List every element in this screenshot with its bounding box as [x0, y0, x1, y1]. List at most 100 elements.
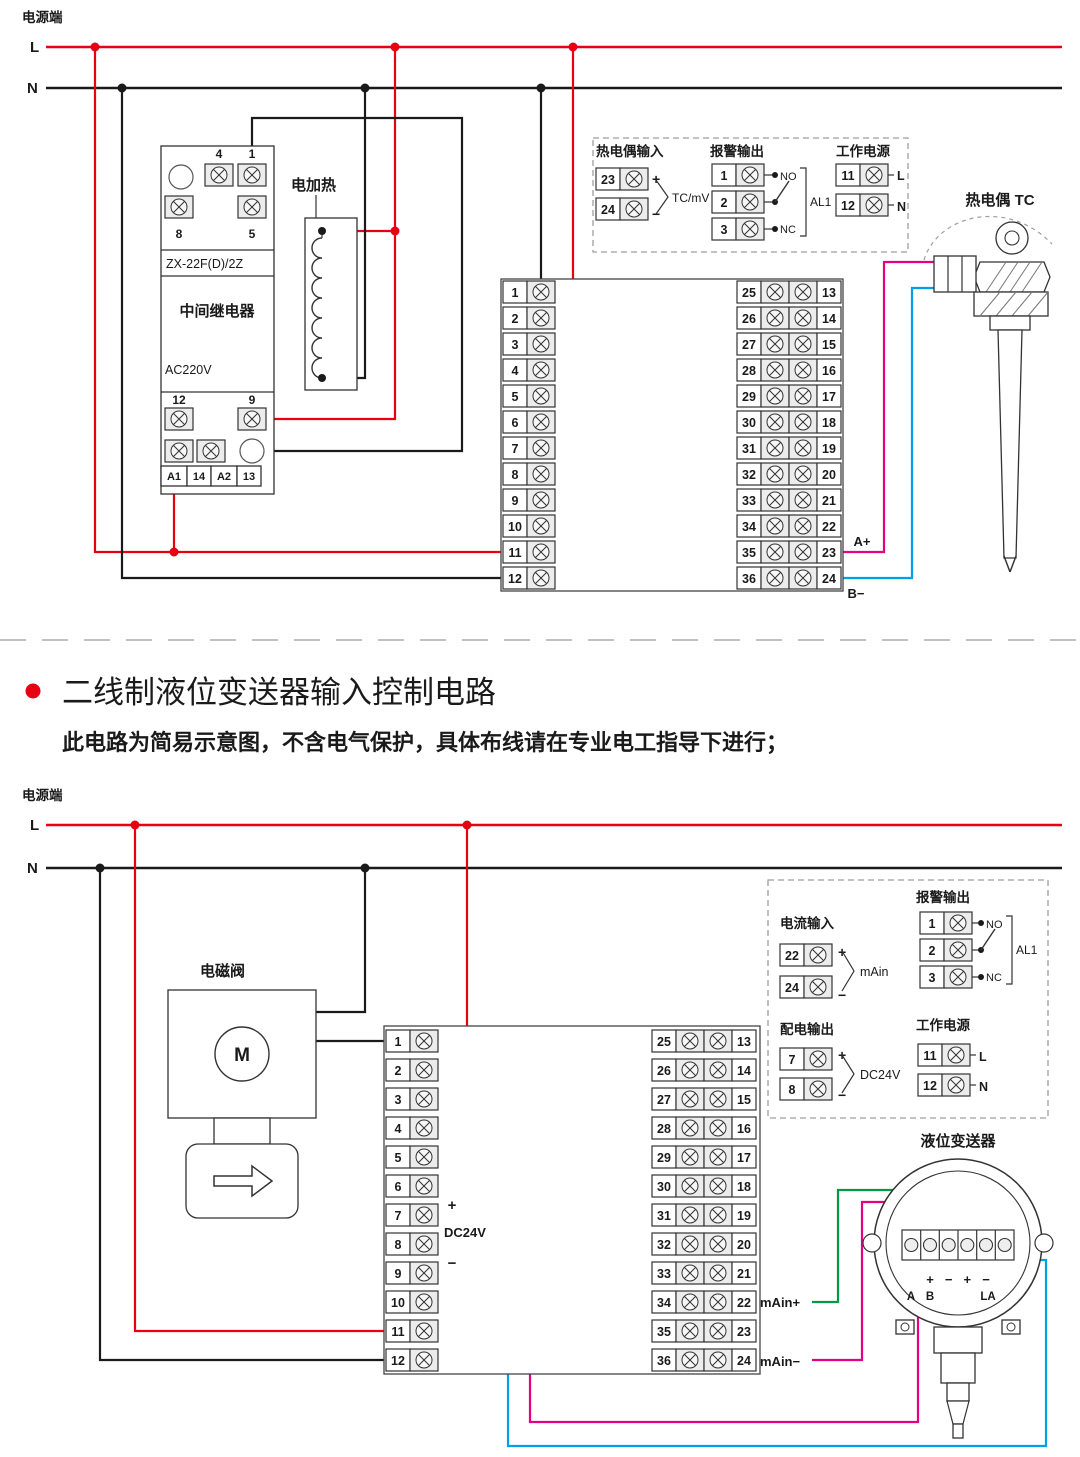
svg-text:23: 23	[737, 1325, 751, 1339]
screw-terminal	[803, 1047, 833, 1071]
terminal-number: 16	[731, 1116, 757, 1140]
terminal-number: 31	[736, 436, 762, 460]
svg-text:7: 7	[789, 1053, 796, 1067]
screw-terminal	[943, 965, 973, 989]
junction-dot	[462, 820, 472, 830]
screw-terminal	[675, 1203, 705, 1227]
screw-terminal	[409, 1261, 439, 1285]
terminal-number: 24	[595, 197, 621, 221]
relay-terminal-label: 8	[176, 227, 183, 241]
flow-arrow-icon	[213, 1164, 274, 1198]
screw-terminal	[526, 280, 556, 304]
screw-terminal	[859, 193, 889, 217]
terminal-number: 12	[917, 1073, 943, 1097]
svg-text:2: 2	[512, 312, 519, 326]
terminal-number: 20	[816, 462, 842, 486]
svg-text:17: 17	[822, 390, 836, 404]
terminal-row: 7	[502, 436, 556, 460]
dc-plus-label: +	[448, 1197, 457, 1214]
screw-terminal	[409, 1348, 439, 1372]
svg-text:22: 22	[785, 949, 799, 963]
screw-terminal	[675, 1319, 705, 1343]
screw-terminal	[409, 1290, 439, 1314]
screw-terminal	[409, 1145, 439, 1169]
svg-text:10: 10	[508, 520, 522, 534]
terminal-number: 3	[711, 217, 737, 241]
svg-text:6: 6	[395, 1180, 402, 1194]
screw-terminal	[788, 488, 818, 512]
power-n-label: N	[979, 1080, 988, 1094]
svg-text:24: 24	[785, 981, 799, 995]
process-connection	[946, 1382, 970, 1402]
screw-terminal	[803, 943, 833, 967]
work-power-title: 工作电源	[916, 1017, 970, 1033]
terminal-row: 12	[502, 566, 556, 590]
screw-terminal	[788, 566, 818, 590]
strip-polarity-label: −	[945, 1272, 953, 1287]
terminal-row: 3	[385, 1087, 439, 1111]
screw-terminal	[526, 462, 556, 486]
svg-text:18: 18	[822, 416, 836, 430]
terminal-number: 1	[711, 163, 737, 187]
terminal-number: 25	[736, 280, 762, 304]
screw-terminal	[788, 358, 818, 382]
terminal-number: 3	[385, 1087, 411, 1111]
svg-text:11: 11	[391, 1325, 404, 1339]
strip-polarity-label: −	[982, 1272, 990, 1287]
thermocouple-probe	[997, 329, 1023, 559]
terminal-number: 12	[835, 193, 861, 217]
thermocouple-cap-inner	[1004, 230, 1020, 246]
strip-polarity-label: +	[926, 1272, 934, 1287]
terminal-number: 34	[651, 1290, 677, 1314]
svg-text:5: 5	[512, 390, 519, 404]
alarm-contact-dot	[978, 920, 984, 926]
screw-terminal	[788, 280, 818, 304]
terminal-number: 10	[385, 1290, 411, 1314]
screw-terminal	[526, 306, 556, 330]
svg-text:1: 1	[721, 169, 728, 183]
strip-polarity-label: +	[964, 1272, 972, 1287]
strip-b-label: B	[926, 1291, 934, 1303]
thermocouple-neck	[989, 315, 1031, 331]
relay-bottom-cell	[236, 465, 262, 487]
svg-text:30: 30	[657, 1180, 671, 1194]
bullet-icon	[25, 683, 41, 699]
motor-label: M	[234, 1045, 250, 1066]
legend-terminal-23: 23	[595, 167, 649, 191]
section-title: 二线制液位变送器输入控制电路	[62, 675, 496, 710]
wire-live-to-relay9	[266, 47, 397, 421]
screw-terminal	[675, 1116, 705, 1140]
svg-text:12: 12	[391, 1354, 405, 1368]
terminal-number: 30	[651, 1174, 677, 1198]
terminal-row: 8	[502, 462, 556, 486]
svg-text:33: 33	[742, 494, 756, 508]
relay-terminal-label: 12	[172, 393, 186, 407]
alarm-nc-label: NC	[986, 972, 1002, 984]
svg-text:15: 15	[822, 338, 836, 352]
svg-text:22: 22	[737, 1296, 751, 1310]
power-terminal-label: 电源端	[22, 9, 63, 25]
screw-terminal	[859, 163, 889, 187]
terminal-number: 23	[731, 1319, 757, 1343]
junction-dot	[568, 42, 578, 52]
wire-b-minus-to-thermocouple	[843, 286, 936, 580]
screw-terminal	[619, 167, 649, 191]
screw-terminal	[760, 540, 790, 564]
relay-name: 中间继电器	[179, 302, 255, 320]
section2-level-transmitter-circuit: 二线制液位变送器输入控制电路 此电路为简易示意图，不含电气保护，具体布线请在专业…	[22, 675, 1062, 1448]
terminal-number: 31	[651, 1203, 677, 1227]
svg-text:35: 35	[742, 546, 756, 560]
svg-text:13: 13	[822, 286, 836, 300]
terminal-row: 1	[502, 280, 556, 304]
terminal-number: 26	[736, 306, 762, 330]
process-connection	[933, 1326, 983, 1354]
wire-a-plus-to-thermocouple	[843, 260, 936, 554]
terminal-number: 17	[816, 384, 842, 408]
svg-text:11: 11	[841, 169, 854, 183]
screw-terminal	[943, 938, 973, 962]
electric-heater: 电加热	[291, 176, 358, 391]
